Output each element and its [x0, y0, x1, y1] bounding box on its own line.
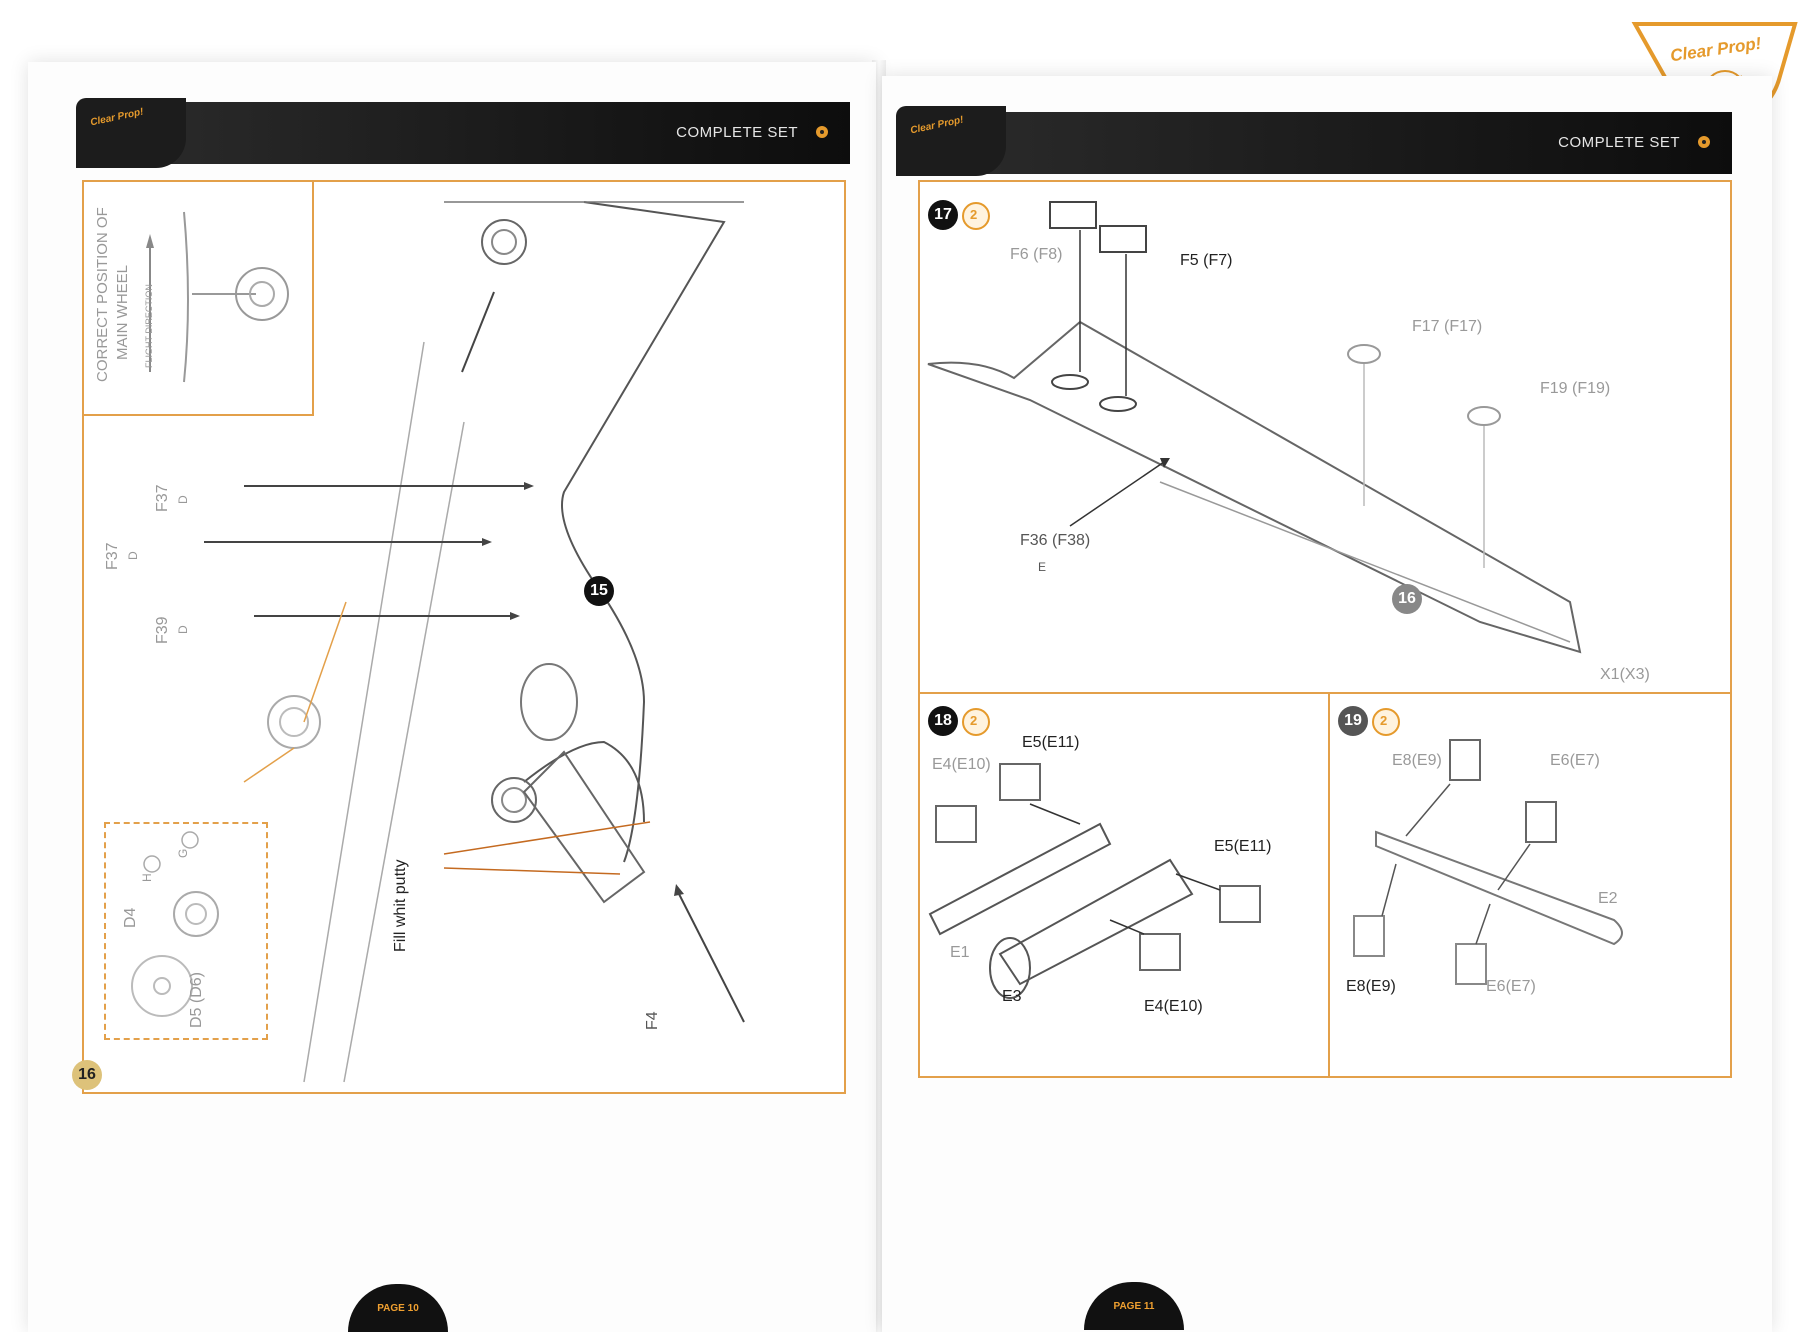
part-label-d4: D4 — [122, 907, 139, 928]
header-dot-icon-right — [1698, 136, 1710, 148]
wheel-parts-box: D4 H G D5 (D6) — [104, 822, 268, 1040]
step-16-badge: 16 — [1392, 584, 1422, 614]
part-label-f37b: F37 — [104, 542, 121, 570]
part-label-e1: E1 — [950, 944, 970, 961]
part-label-f39: F39 — [154, 616, 171, 644]
step-17-badge: 17 — [928, 200, 958, 230]
right-header-label: COMPLETE SET — [1558, 134, 1680, 151]
bomb-rack-drawing — [928, 763, 1261, 999]
part-label-e8a: E8(E9) — [1392, 752, 1442, 769]
note-fill-putty: Fill whit putty — [392, 859, 409, 952]
bomb-drawing — [1353, 739, 1623, 985]
left-page: COMPLETE SET Clear Prop! CORRECT POSITIO… — [28, 62, 876, 1332]
step-18-badge: 18 — [928, 706, 958, 736]
step-19-badge: 19 — [1338, 706, 1368, 736]
part-label-f6: F6 (F8) — [1010, 246, 1063, 263]
part-label-e4a: E4(E10) — [932, 756, 991, 773]
header-dot-icon — [816, 126, 828, 138]
right-page-number: PAGE 11 — [1084, 1282, 1184, 1330]
right-tab-logo-text: Clear Prop! — [909, 114, 965, 137]
step-18-frame: 18 E5(E11) E4(E10) E5(E11) E1 E3 E4(E10) — [918, 692, 1332, 1078]
part-label-f5: F5 (F7) — [1180, 252, 1233, 269]
right-page: COMPLETE SET Clear Prop! 17 F6 (F8) F5 (… — [882, 76, 1772, 1332]
part-label-d5: D5 (D6) — [188, 971, 205, 1028]
glue-icon-19 — [1372, 708, 1400, 736]
part-label-f36-tree: E — [1038, 560, 1047, 574]
part-label-f37b-tree: D — [126, 551, 140, 560]
part-label-e3: E3 — [1002, 988, 1022, 1005]
part-label-f19: F19 (F19) — [1540, 380, 1611, 397]
main-wheel-inset: CORRECT POSITION OF MAIN WHEEL FLIGHT DI… — [84, 182, 314, 416]
part-label-f4: F4 — [644, 1011, 661, 1030]
right-page-header: COMPLETE SET — [962, 112, 1732, 174]
part-label-e8b: E8(E9) — [1346, 978, 1396, 995]
part-label-e4b: E4(E10) — [1144, 998, 1203, 1015]
part-label-f36: F36 (F38) — [1020, 532, 1091, 549]
part-label-h: H — [140, 873, 154, 882]
step-16-corner-badge: 16 — [72, 1060, 102, 1090]
part-label-f17: F17 (F17) — [1412, 318, 1483, 335]
main-wheel-inset-drawing — [146, 211, 289, 383]
left-tab-logo-text: Clear Prop! — [89, 106, 145, 129]
part-label-e5a: E5(E11) — [1022, 734, 1080, 751]
step-19-frame: 19 E8(E9) E6(E7) E2 E8(E9) E6(E7) — [1328, 692, 1732, 1078]
part-label-f37a: F37 — [154, 484, 171, 512]
step-17-frame: 17 F6 (F8) F5 (F7) F17 (F17) F19 (F19) F… — [918, 180, 1732, 698]
part-label-x1: X1(X3) — [1600, 666, 1650, 683]
part-label-g: G — [176, 848, 190, 858]
wheel-parts-drawing — [131, 831, 219, 1017]
wing-drawing — [927, 201, 1582, 654]
left-page-number: PAGE 10 — [348, 1284, 448, 1332]
right-header-logo-tab: Clear Prop! — [896, 106, 1006, 176]
glue-icon-18 — [962, 708, 990, 736]
left-header-label: COMPLETE SET — [676, 124, 798, 141]
part-label-e6a: E6(E7) — [1550, 752, 1600, 769]
part-label-f37a-tree: D — [176, 495, 190, 504]
part-label-e5b: E5(E11) — [1214, 838, 1272, 855]
left-header-logo-tab: Clear Prop! — [76, 98, 186, 168]
part-label-e6b: E6(E7) — [1486, 978, 1536, 995]
left-step-frame: CORRECT POSITION OF MAIN WHEEL FLIGHT DI… — [72, 180, 846, 1094]
part-label-f39-tree: D — [176, 625, 190, 634]
glue-icon-17 — [962, 202, 990, 230]
left-page-header: COMPLETE SET — [138, 102, 850, 164]
landing-gear-drawing — [204, 201, 745, 1083]
step-15-badge: 15 — [584, 576, 614, 606]
part-label-e2: E2 — [1598, 890, 1618, 907]
